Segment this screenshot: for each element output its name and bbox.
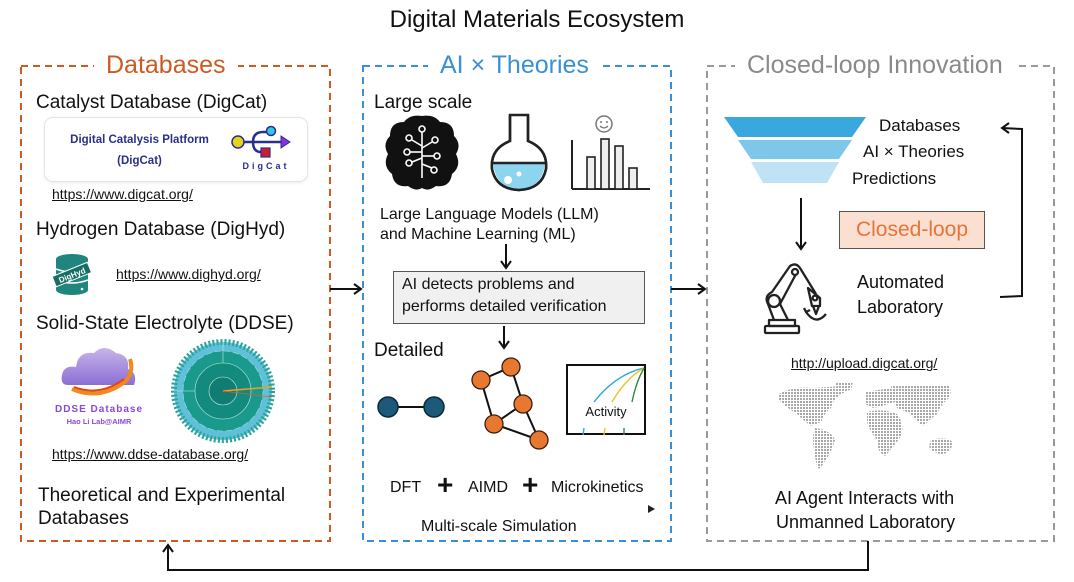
ai-agent-line2: Unmanned Laboratory <box>776 512 956 532</box>
multiscale-arrow <box>387 505 655 513</box>
arrow-funnel-to-lab <box>795 198 807 251</box>
closed-loop-feedback-arrow <box>999 122 1023 298</box>
arrow-db-to-ai <box>330 283 363 295</box>
brain-tree-icon <box>385 115 459 190</box>
world-map-icon <box>779 382 953 469</box>
funnel-level-databases <box>724 117 866 137</box>
funnel-level-predictions <box>751 162 839 183</box>
robot-arm-icon <box>763 263 827 335</box>
detailed-heading: Detailed <box>374 340 444 361</box>
digcat-logo-line2: (DigCat) <box>117 155 162 167</box>
funnel-label-ai-theories: AI × Theories <box>863 142 965 161</box>
digcat-logo-card: Digital Catalysis Platform (DigCat) DigC… <box>44 117 308 182</box>
funnel-level-ai-theories <box>738 140 852 159</box>
method-aimd: AIMD <box>468 479 508 496</box>
activity-curves <box>582 367 645 436</box>
cloud-icon <box>61 348 136 396</box>
method-dft: DFT <box>390 479 422 496</box>
ai-agent-line1: AI Agent Interacts with <box>775 488 955 508</box>
flask-icon <box>490 113 548 192</box>
diatomic-molecule-icon <box>377 396 445 418</box>
activity-label: Activity <box>585 404 627 419</box>
automated-lab-line1: Automated <box>857 272 945 292</box>
plus-icon-2: + <box>522 469 539 500</box>
digcat-url-link[interactable]: https://www.digcat.org/ <box>52 186 193 202</box>
diagram-title: Digital Materials Ecosystem <box>389 6 685 33</box>
ddse-logo-line2: Hao Li Lab@AIMR <box>66 417 132 426</box>
ai-panel-title: AI × Theories <box>428 51 601 80</box>
activity-plot: Activity <box>566 364 646 436</box>
arrow-ai-to-closed-loop <box>671 283 707 295</box>
databases-footer-line2: Databases <box>38 508 129 529</box>
usb-network-icon <box>231 125 291 158</box>
dighyd-url-link[interactable]: https://www.dighyd.org/ <box>116 266 261 282</box>
funnel-icon <box>724 117 866 183</box>
hydrogen-database-heading: Hydrogen Database (DigHyd) <box>36 219 286 240</box>
databases-panel-border <box>20 65 331 542</box>
bar-chart-smiley-icon <box>571 115 650 190</box>
database-cylinder-icon: DigHyd <box>51 254 93 295</box>
automated-lab-line2: Laboratory <box>857 297 944 317</box>
ai-panel-border <box>362 65 672 542</box>
ddse-url-link[interactable]: https://www.ddse-database.org/ <box>52 446 249 462</box>
arrow-llm-to-verify <box>500 244 512 270</box>
sunburst-chart-icon <box>171 339 275 443</box>
large-scale-heading: Large scale <box>374 92 473 113</box>
databases-panel-title: Databases <box>94 51 238 80</box>
molecule-graph-icon <box>471 357 549 450</box>
catalyst-database-heading: Catalyst Database (DigCat) <box>36 92 268 113</box>
digcat-logo-line1: Digital Catalysis Platform <box>70 134 209 146</box>
llm-text-line2: and Machine Learning (ML) <box>380 226 576 243</box>
plus-icon-1: + <box>437 469 454 500</box>
verify-text-line1: AI detects problems and <box>402 276 575 293</box>
multiscale-simulation-label: Multi-scale Simulation <box>421 518 577 535</box>
funnel-label-databases: Databases <box>879 116 961 135</box>
feedback-arrow-bottom <box>162 541 869 571</box>
arrow-verify-to-detailed <box>498 326 510 350</box>
ddse-logo-line1: DDSE Database <box>54 404 144 415</box>
databases-footer-line1: Theoretical and Experimental <box>38 485 286 506</box>
ai-verification-box: AI detects problems and performs detaile… <box>393 271 645 324</box>
upload-url-link[interactable]: http://upload.digcat.org/ <box>791 355 938 371</box>
closed-loop-panel-title: Closed-loop Innovation <box>735 51 1015 80</box>
funnel-label-predictions: Predictions <box>852 169 937 188</box>
llm-text-line1: Large Language Models (LLM) <box>380 206 599 223</box>
electrolyte-database-heading: Solid-State Electrolyte (DDSE) <box>36 313 294 334</box>
verify-text-line2: performs detailed verification <box>402 298 607 315</box>
digcat-wordmark: DigCat <box>242 161 290 171</box>
method-microkinetics: Microkinetics <box>551 479 644 496</box>
closed-loop-badge: Closed-loop <box>839 211 985 249</box>
